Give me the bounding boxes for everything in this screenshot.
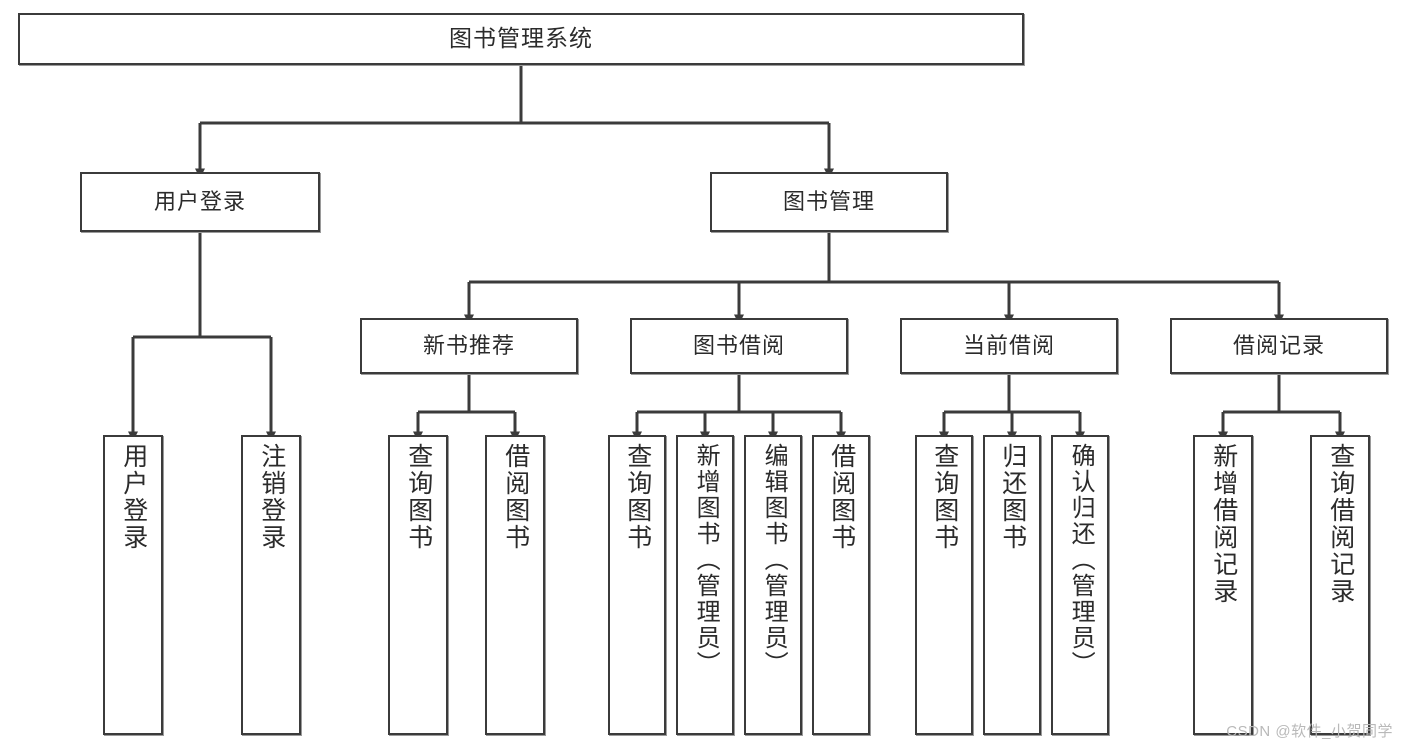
leaf-current-query-book[interactable]: 查询图书 (915, 435, 973, 735)
node-current-borrow[interactable]: 当前借阅 (900, 318, 1118, 374)
node-book-borrow-label: 图书借阅 (692, 332, 785, 358)
leaf-new-book-borrow[interactable]: 借阅图书 (485, 435, 545, 735)
leaf-borrow-lend-book-label: 借阅图书 (827, 443, 856, 551)
leaf-borrow-add-book[interactable]: 新增图书（管理员） (676, 435, 734, 735)
leaf-new-book-query-label: 查询图书 (404, 443, 433, 551)
leaf-user-login[interactable]: 用户登录 (103, 435, 163, 735)
leaf-record-query-label: 查询借阅记录 (1326, 443, 1355, 605)
leaf-current-return-book[interactable]: 归还图书 (983, 435, 1041, 735)
leaf-user-login-label: 用户登录 (119, 443, 148, 551)
leaf-current-query-book-label: 查询图书 (930, 443, 959, 551)
node-new-book-recommend-label: 新书推荐 (422, 332, 515, 358)
leaf-record-query[interactable]: 查询借阅记录 (1310, 435, 1370, 735)
node-borrow-records[interactable]: 借阅记录 (1170, 318, 1388, 374)
leaf-borrow-lend-book[interactable]: 借阅图书 (812, 435, 870, 735)
leaf-user-logout-label: 注销登录 (257, 443, 286, 551)
leaf-current-confirm-return[interactable]: 确认归还（管理员） (1051, 435, 1109, 735)
leaf-borrow-edit-book[interactable]: 编辑图书（管理员） (744, 435, 802, 735)
node-borrow-records-label: 借阅记录 (1232, 332, 1325, 358)
node-book-borrow[interactable]: 图书借阅 (630, 318, 848, 374)
node-user-login-label: 用户登录 (153, 188, 246, 214)
node-current-borrow-label: 当前借阅 (962, 332, 1055, 358)
node-user-login[interactable]: 用户登录 (80, 172, 320, 232)
leaf-borrow-query-book[interactable]: 查询图书 (608, 435, 666, 735)
node-root[interactable]: 图书管理系统 (18, 13, 1024, 65)
node-new-book-recommend[interactable]: 新书推荐 (360, 318, 578, 374)
leaf-user-logout[interactable]: 注销登录 (241, 435, 301, 735)
leaf-record-add[interactable]: 新增借阅记录 (1193, 435, 1253, 735)
leaf-record-add-label: 新增借阅记录 (1209, 443, 1238, 605)
node-book-management-label: 图书管理 (782, 188, 875, 214)
leaf-borrow-add-book-label: 新增图书（管理员） (692, 443, 720, 677)
leaf-current-return-book-label: 归还图书 (998, 443, 1027, 551)
leaf-borrow-edit-book-label: 编辑图书（管理员） (760, 443, 788, 677)
leaf-new-book-query[interactable]: 查询图书 (388, 435, 448, 735)
leaf-current-confirm-return-label: 确认归还（管理员） (1067, 443, 1095, 677)
leaf-new-book-borrow-label: 借阅图书 (501, 443, 530, 551)
node-root-label: 图书管理系统 (449, 25, 593, 52)
leaf-borrow-query-book-label: 查询图书 (623, 443, 652, 551)
node-book-management[interactable]: 图书管理 (710, 172, 948, 232)
